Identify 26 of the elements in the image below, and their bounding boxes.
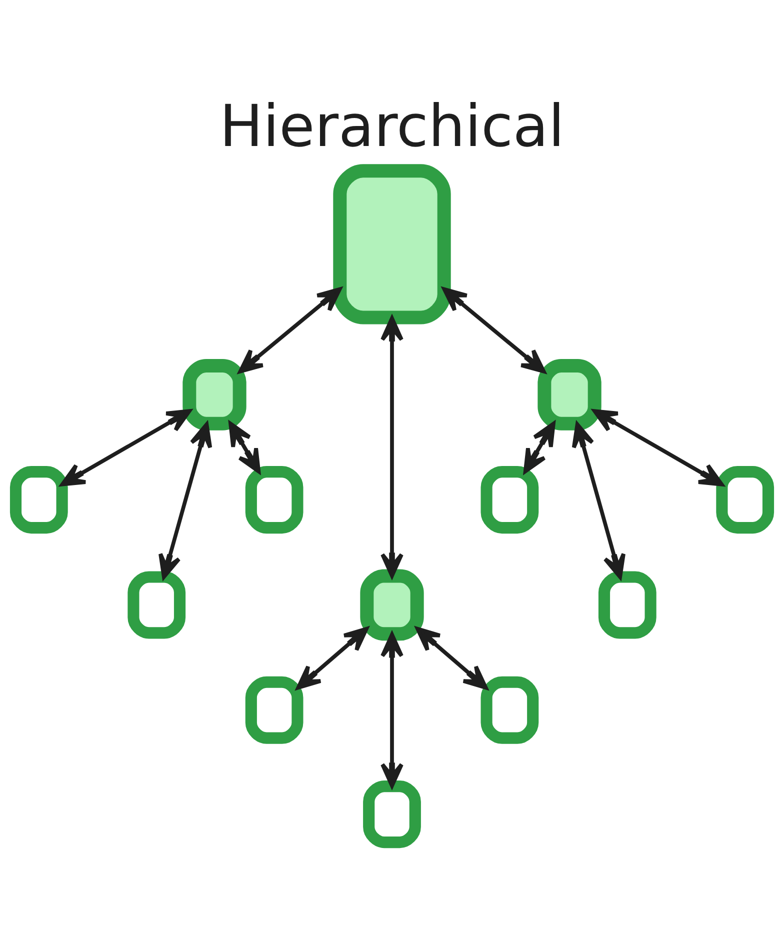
node-box bbox=[480, 466, 539, 534]
arrow bbox=[572, 422, 626, 578]
arrow bbox=[158, 422, 212, 578]
arrow bbox=[380, 632, 404, 788]
node-box bbox=[245, 466, 304, 534]
node-box bbox=[182, 358, 246, 430]
arrow bbox=[238, 286, 342, 373]
arrow bbox=[296, 626, 368, 690]
node-box bbox=[128, 570, 186, 638]
arrow bbox=[442, 286, 546, 373]
diagram-title: Hierarchical bbox=[220, 91, 564, 160]
node-box bbox=[10, 466, 68, 534]
arrow bbox=[228, 421, 261, 473]
arrow bbox=[60, 408, 192, 486]
node-box bbox=[360, 568, 424, 640]
node-box bbox=[245, 676, 304, 744]
arrow bbox=[380, 316, 404, 578]
node-box bbox=[716, 466, 774, 534]
node-box bbox=[363, 780, 421, 848]
node-box bbox=[538, 358, 602, 430]
node-box bbox=[333, 164, 451, 324]
arrow bbox=[592, 408, 724, 486]
arrow bbox=[416, 626, 488, 690]
node-box bbox=[598, 570, 656, 638]
arrow bbox=[523, 421, 556, 473]
node-box bbox=[480, 676, 539, 744]
